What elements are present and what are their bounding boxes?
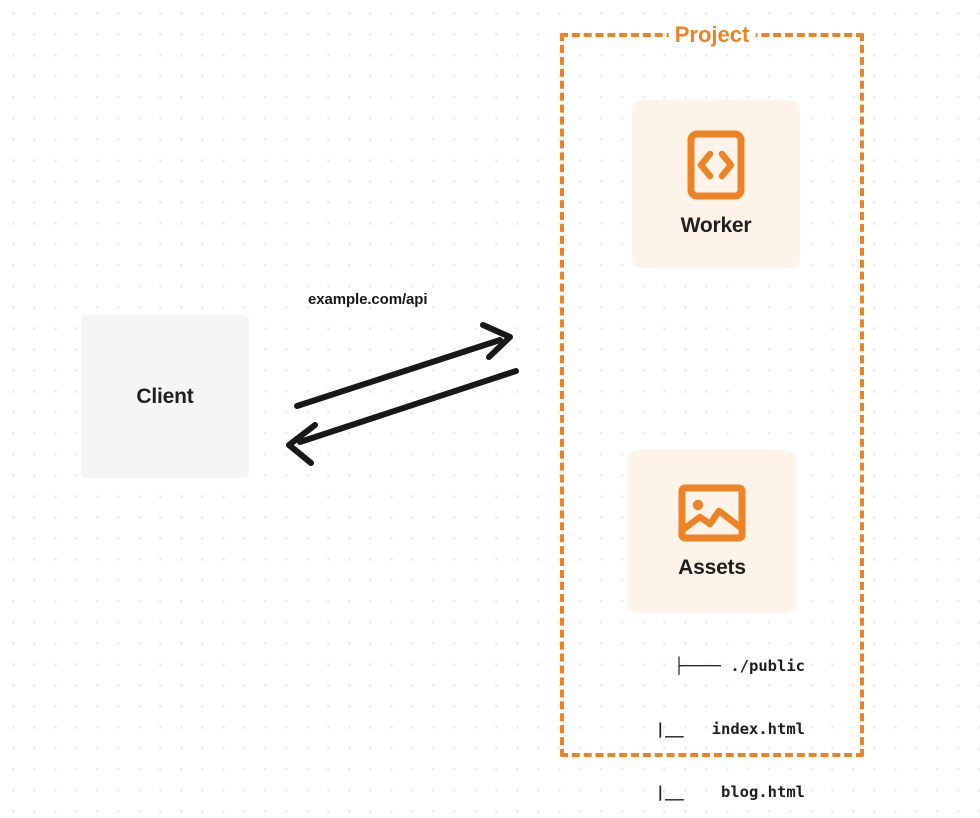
node-assets[interactable]: Assets [628, 450, 796, 613]
file-tree-line: |__ index.html [618, 720, 805, 738]
project-title: Project [668, 22, 756, 48]
node-worker-label: Worker [680, 214, 752, 237]
code-brackets-icon [687, 130, 745, 200]
image-picture-icon [678, 484, 746, 541]
node-client-label: Client [136, 384, 194, 408]
edge-response-arrow [286, 368, 519, 466]
node-client[interactable]: Client [81, 315, 249, 478]
assets-file-tree: ├──── ./public |__ index.html |__ blog.h… [600, 614, 805, 818]
node-worker[interactable]: Worker [632, 100, 800, 268]
node-assets-label: Assets [678, 555, 746, 579]
file-tree-line: |__ blog.html [618, 783, 805, 801]
project-container: Project [560, 22, 864, 757]
edge-request-arrow [294, 322, 513, 409]
file-tree-line: ├──── ./public [674, 657, 805, 675]
edge-request-label: example.com/api [308, 291, 428, 308]
